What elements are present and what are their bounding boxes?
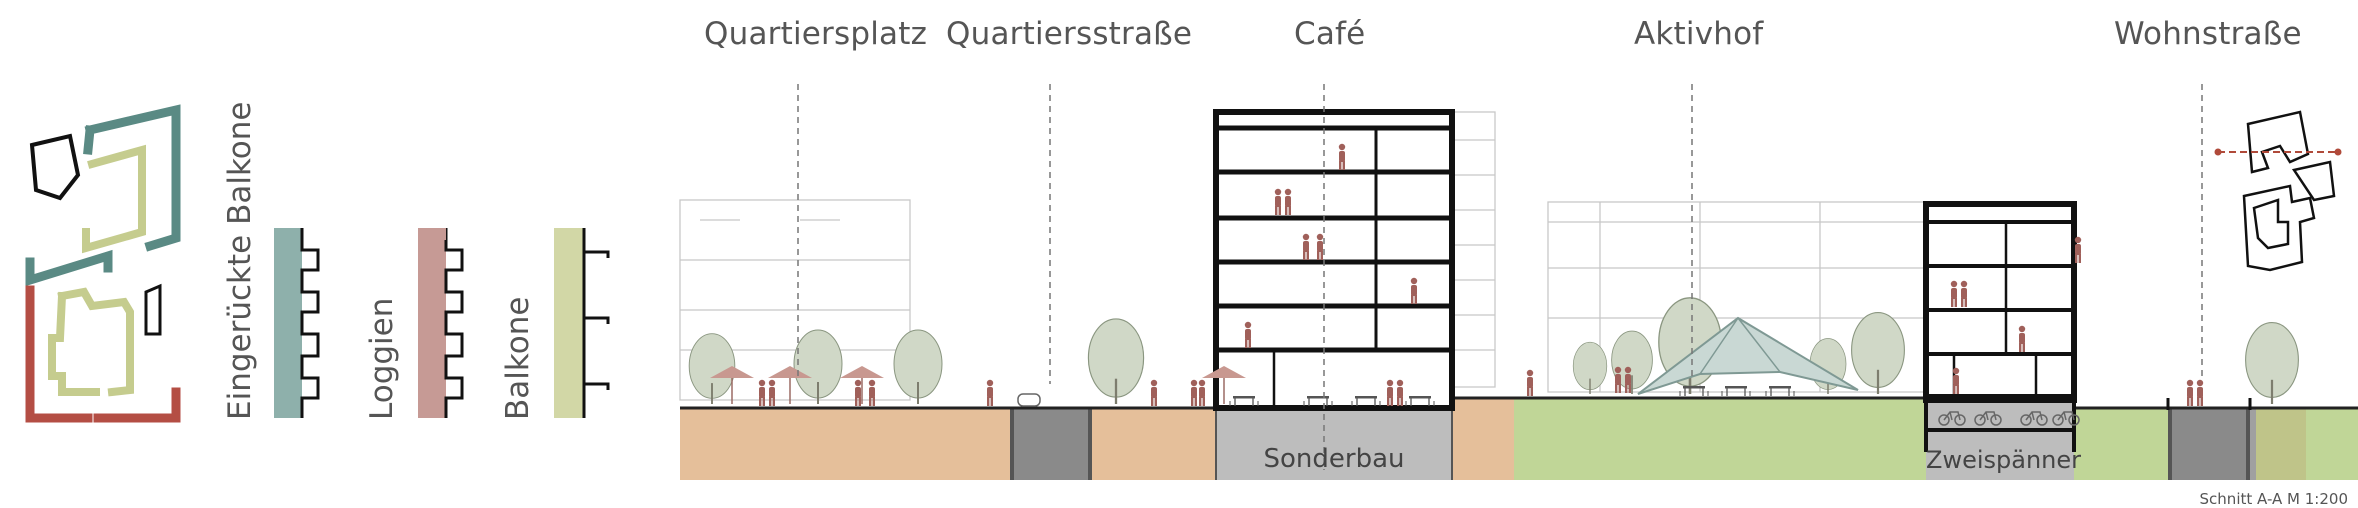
label-sonderbau: Sonderbau xyxy=(1263,444,1405,474)
ground xyxy=(680,396,2358,480)
legend-label-balkone: Balkone xyxy=(500,296,536,420)
label-zweispaenner: Zweispänner xyxy=(1926,446,2082,474)
people xyxy=(758,143,2204,406)
label-aktivhof: Aktivhof xyxy=(1634,16,1764,52)
trees xyxy=(688,296,2300,406)
key-plan xyxy=(25,104,181,423)
label-quartiersplatz: Quartiersplatz xyxy=(704,16,928,52)
legend-label-eingerueckt: Eingerückte Balkone xyxy=(222,101,258,420)
tent-canopy xyxy=(1637,316,1859,395)
label-cafe: Café xyxy=(1294,16,1366,52)
scale-note: Schnitt A-A M 1:200 xyxy=(2199,490,2348,508)
umbrellas xyxy=(709,365,1247,405)
legend-label-loggien: Loggien xyxy=(364,297,400,420)
street-marks xyxy=(1017,393,2252,410)
site-keyplan xyxy=(2214,110,2342,272)
building-zweispaenner xyxy=(1923,201,2077,452)
legend-swatch-eingerueckt xyxy=(274,228,320,418)
label-wohnstrasse: Wohnstraße xyxy=(2114,16,2302,52)
legend-swatch-loggien xyxy=(418,228,464,418)
label-quartiersstrasse: Quartiersstraße xyxy=(946,16,1193,52)
building-sonderbau xyxy=(1213,109,1455,411)
section-axes xyxy=(797,84,2203,470)
legend-swatch-balkone xyxy=(554,228,610,418)
